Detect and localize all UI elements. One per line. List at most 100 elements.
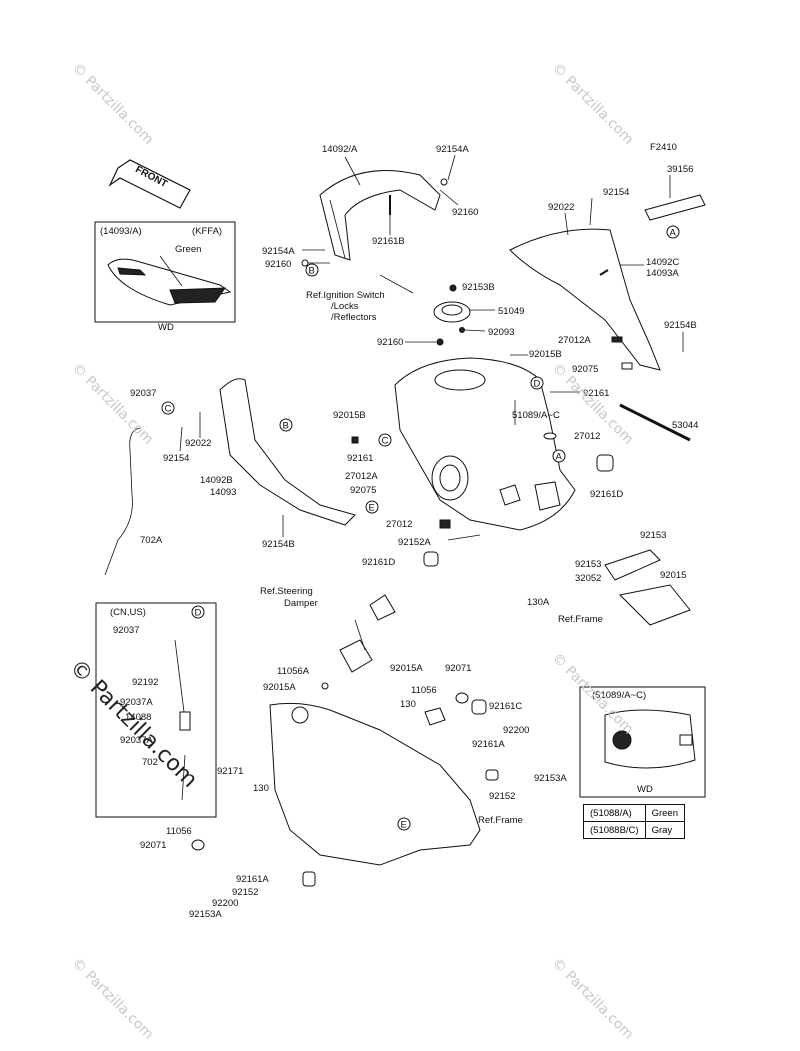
svg-text:14093: 14093 (210, 487, 236, 498)
inset-cowl-part: (14093/A) (100, 226, 142, 237)
svg-text:53044: 53044 (672, 420, 698, 431)
svg-text:Ref.Steering: Ref.Steering (260, 586, 313, 597)
svg-text:/Reflectors: /Reflectors (331, 312, 377, 323)
svg-text:WD: WD (637, 784, 653, 795)
svg-text:92015: 92015 (660, 570, 686, 581)
svg-text:27012: 27012 (386, 519, 412, 530)
svg-text:Ref.Ignition Switch: Ref.Ignition Switch (306, 290, 385, 301)
right-cowl: 92154 92022 39156 14092C 14093A 27012A 9… (509, 164, 706, 375)
svg-text:27012: 27012 (574, 431, 600, 442)
svg-text:92153: 92153 (640, 530, 666, 541)
svg-text:27012A: 27012A (345, 471, 378, 482)
inset-cowl-variant: (KFFA) (192, 226, 222, 237)
svg-text:92160: 92160 (265, 259, 291, 270)
svg-text:92075: 92075 (572, 364, 598, 375)
svg-text:130: 130 (400, 699, 416, 710)
svg-text:92071: 92071 (140, 840, 166, 851)
svg-text:92154A: 92154A (436, 144, 469, 155)
svg-text:92161: 92161 (347, 453, 373, 464)
svg-text:92154: 92154 (603, 187, 629, 198)
frame-labels: 11056A 92015A 92015A 92071 11056 130 921… (140, 663, 567, 920)
svg-text:92160: 92160 (452, 207, 478, 218)
svg-text:92161A: 92161A (472, 739, 505, 750)
svg-text:Damper: Damper (284, 598, 318, 609)
svg-text:92071: 92071 (445, 663, 471, 674)
left-cowl: 92037 92022 92154 92015B 92161 27012A 92… (130, 378, 378, 550)
inset-vent: (CN,US) 92037 92192 92037A 14088 92037A … (95, 602, 217, 818)
svg-text:92153A: 92153A (534, 773, 567, 784)
svg-text:92015A: 92015A (263, 682, 296, 693)
svg-text:92037: 92037 (130, 388, 156, 399)
callouts: B A D B C C A E D E (161, 225, 680, 831)
svg-text:(51089/A~C): (51089/A~C) (592, 690, 646, 701)
svg-text:51089/A~C: 51089/A~C (512, 410, 560, 421)
svg-text:92015B: 92015B (529, 349, 562, 360)
inset-cowl-footnote: WD (158, 322, 174, 333)
svg-text:51049: 51049 (498, 306, 524, 317)
svg-text:92037: 92037 (113, 625, 139, 636)
svg-text:92161D: 92161D (362, 557, 395, 568)
svg-text:92153A: 92153A (189, 909, 222, 920)
svg-text:92093: 92093 (488, 327, 514, 338)
svg-text:92153: 92153 (575, 559, 601, 570)
hose-702a: 702A (104, 427, 163, 576)
front-arrow-icon: FRONT (108, 159, 191, 209)
strip-53044: 53044 (619, 403, 698, 442)
svg-text:92161C: 92161C (489, 701, 522, 712)
damper-92161d: 92161D (590, 454, 623, 500)
svg-text:32052: 32052 (575, 573, 601, 584)
svg-text:92200: 92200 (503, 725, 529, 736)
callout-d-2: D (195, 608, 202, 619)
svg-text:92075: 92075 (350, 485, 376, 496)
svg-text:92037A: 92037A (120, 697, 153, 708)
svg-text:92161D: 92161D (590, 489, 623, 500)
frame: Ref.Frame (269, 619, 523, 866)
callout-e-2: E (401, 820, 407, 831)
svg-text:92161B: 92161B (372, 236, 405, 247)
svg-text:92161A: 92161A (236, 874, 269, 885)
svg-text:39156: 39156 (667, 164, 693, 175)
svg-text:14088: 14088 (125, 712, 151, 723)
svg-text:11056A: 11056A (277, 666, 310, 677)
callout-c-2: C (382, 436, 389, 447)
inset-cowl-color: Green (175, 244, 201, 255)
upper-cowl: 14092/A 92154A 92160 92161B 92154A 92160 (262, 144, 478, 270)
callout-d-1: D (534, 379, 541, 390)
svg-text:92192: 92192 (132, 677, 158, 688)
svg-text:92015A: 92015A (390, 663, 423, 674)
fuel-tank: 92015B 92161 51089/A~C 27012 27012 92152… (386, 349, 609, 548)
table-row: (51088/A) Green (583, 804, 686, 822)
ref-steering: Ref.Steering Damper (260, 586, 396, 621)
svg-text:92015B: 92015B (333, 410, 366, 421)
svg-text:130A: 130A (527, 597, 550, 608)
ref-ignition: Ref.Ignition Switch /Locks /Reflectors (306, 274, 414, 323)
svg-text:14092C: 14092C (646, 257, 679, 268)
svg-text:92171: 92171 (217, 766, 243, 777)
svg-text:14093A: 14093A (646, 268, 679, 279)
diagram-code: F2410 (650, 142, 677, 153)
svg-text:(CN,US): (CN,US) (110, 607, 146, 618)
svg-text:92037A: 92037A (120, 735, 153, 746)
svg-text:92152A: 92152A (398, 537, 431, 548)
table-row: (51088B/C) Gray (583, 821, 686, 839)
svg-text:92154B: 92154B (262, 539, 295, 550)
svg-text:702: 702 (142, 757, 158, 768)
svg-text:11056: 11056 (411, 685, 437, 696)
svg-text:92022: 92022 (548, 202, 574, 213)
callout-b-2: B (283, 421, 289, 432)
callout-b-1: B (309, 266, 315, 277)
callout-e-1: E (369, 503, 375, 514)
damper-92161d-left: 92161D (362, 551, 439, 568)
svg-text:/Locks: /Locks (331, 301, 359, 312)
sticker-39156 (644, 194, 706, 221)
bracket-32052: 92153 92153 32052 92015 130A Ref.Frame (527, 530, 691, 626)
svg-text:92022: 92022 (185, 438, 211, 449)
svg-text:92160: 92160 (377, 337, 403, 348)
svg-text:11056: 11056 (166, 826, 192, 837)
svg-text:Ref.Frame: Ref.Frame (558, 614, 603, 625)
svg-text:14092/A: 14092/A (322, 144, 358, 155)
color-table: (51088/A) Green (51088B/C) Gray (583, 804, 686, 839)
inset-tank: (51089/A~C) WD (579, 686, 706, 798)
